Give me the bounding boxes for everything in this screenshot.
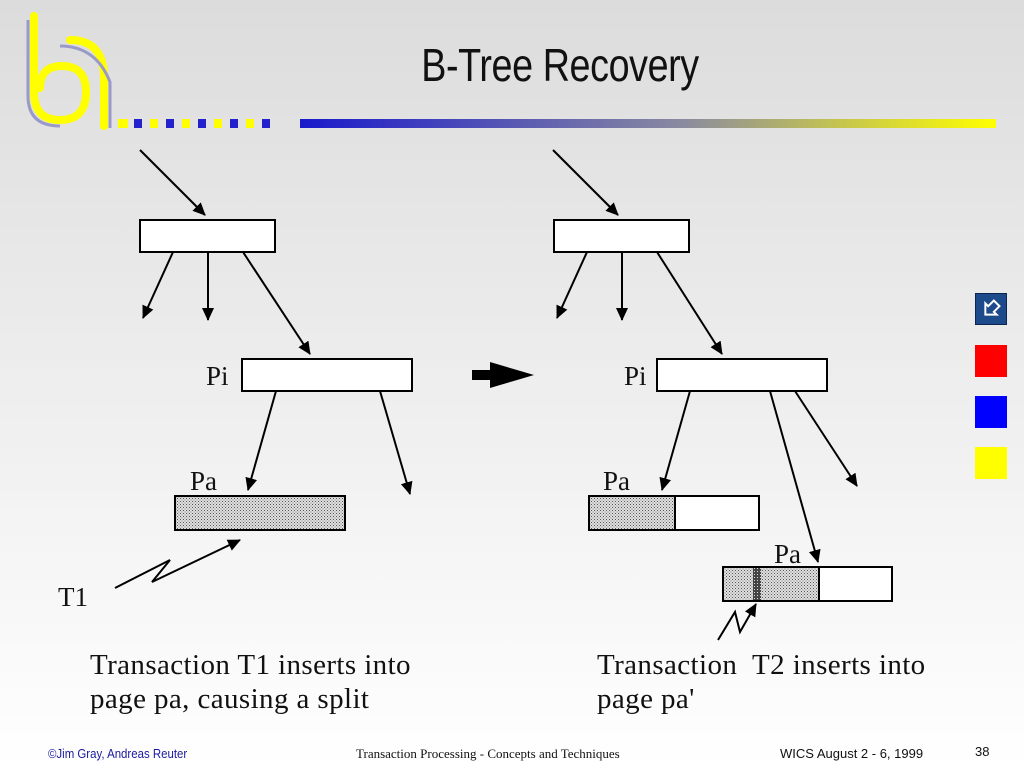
arrow bbox=[659, 390, 691, 491]
caption-left: Transaction T1 inserts into page pa, cau… bbox=[90, 648, 411, 716]
root-node bbox=[553, 219, 690, 253]
footer-event: WICS August 2 - 6, 1999 bbox=[780, 746, 924, 761]
node-pi bbox=[241, 358, 413, 392]
footer-course: Transaction Processing - Concepts and Te… bbox=[356, 746, 620, 761]
label-pa: Pa bbox=[603, 466, 630, 496]
slide-title: B-Tree Recovery bbox=[421, 39, 699, 91]
caption-right-line-2: page pa' bbox=[597, 683, 695, 715]
nav-blue-button[interactable] bbox=[975, 396, 1007, 428]
logo-icon bbox=[26, 12, 112, 130]
label-pi: Pi bbox=[624, 361, 647, 391]
arrow bbox=[556, 251, 588, 319]
arrow bbox=[656, 251, 723, 355]
transition-arrow-icon bbox=[472, 362, 534, 388]
arrow bbox=[552, 149, 619, 216]
arrow bbox=[794, 390, 858, 487]
left-tree: Pi Pa T1 bbox=[58, 149, 413, 612]
footer-authors: ©Jim Gray, Andreas Reuter bbox=[48, 746, 188, 761]
btree-diagram: Pi Pa T1 Pi Pa bbox=[58, 149, 893, 641]
t2-lightning-arrow bbox=[717, 603, 757, 641]
label-pa-prime: Pa bbox=[774, 539, 801, 569]
caption-right-line-1: Transaction T2 inserts into bbox=[597, 649, 926, 681]
node-pa-prime bbox=[722, 566, 893, 602]
page-number: 38 bbox=[975, 744, 990, 759]
node-pi bbox=[656, 358, 828, 392]
arrow-nav-icon bbox=[984, 299, 1001, 316]
arrow bbox=[245, 390, 277, 491]
label-t1: T1 bbox=[58, 582, 88, 612]
label-pa: Pa bbox=[190, 466, 217, 496]
node-pa-half bbox=[588, 495, 760, 531]
arrow bbox=[242, 251, 311, 355]
nav-yellow-button[interactable] bbox=[975, 447, 1007, 479]
arrow bbox=[379, 390, 413, 495]
node-pa-full bbox=[174, 495, 346, 531]
header-gradient-bar bbox=[300, 119, 996, 128]
caption-left-line-2: page pa, causing a split bbox=[90, 683, 370, 715]
arrow bbox=[142, 251, 174, 319]
arrow bbox=[139, 149, 206, 216]
nav-arrow-button[interactable] bbox=[975, 293, 1007, 325]
root-node bbox=[139, 219, 276, 253]
nav-red-button[interactable] bbox=[975, 345, 1007, 377]
dotted-line bbox=[118, 119, 270, 128]
t1-lightning-arrow bbox=[114, 539, 241, 589]
caption-right: Transaction T2 inserts into page pa' bbox=[597, 648, 926, 716]
right-tree: Pi Pa Pa bbox=[552, 149, 893, 641]
arrow bbox=[769, 390, 821, 563]
caption-left-line-1: Transaction T1 inserts into bbox=[90, 649, 411, 681]
header-decoration bbox=[26, 12, 996, 130]
label-pi: Pi bbox=[206, 361, 229, 391]
